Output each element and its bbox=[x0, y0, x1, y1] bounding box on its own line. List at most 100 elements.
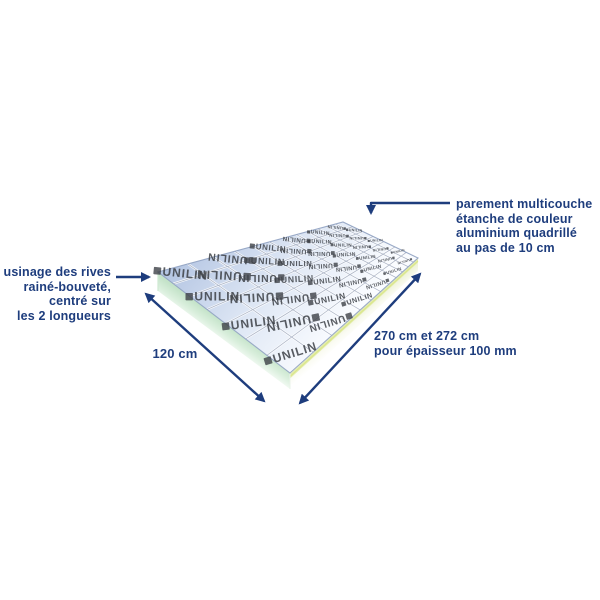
unilin-mark-icon bbox=[332, 254, 336, 258]
unilin-logo-text: UNILIN bbox=[359, 254, 376, 261]
unilin-logo: UNILIN bbox=[207, 250, 256, 266]
unilin-logo-text: UNILIN bbox=[162, 264, 209, 282]
unilin-logo: UNILIN bbox=[345, 228, 363, 233]
unilin-logo: UNILIN bbox=[360, 264, 382, 274]
unilin-mark-icon bbox=[364, 237, 367, 240]
unilin-mark-icon bbox=[275, 292, 284, 301]
unilin-logo: UNILIN bbox=[330, 242, 352, 247]
unilin-mark-icon bbox=[346, 234, 349, 238]
unilin-logo: UNILIN bbox=[282, 235, 311, 244]
annotation-line: centré sur bbox=[49, 294, 111, 308]
unilin-logo: UNILIN bbox=[332, 252, 356, 259]
unilin-logo-text: UNILIN bbox=[377, 256, 392, 263]
annotation-line: au pas de 10 cm bbox=[456, 240, 555, 255]
dimension-arrows bbox=[116, 201, 450, 405]
arrow-length-270cm bbox=[298, 272, 422, 405]
unilin-logo: UNILIN bbox=[249, 242, 287, 254]
unilin-mark-icon bbox=[153, 266, 162, 275]
grid-line bbox=[307, 231, 397, 278]
annotation-usinage: usinage des rives rainé-bouveté, centré … bbox=[4, 265, 111, 323]
unilin-mark-icon bbox=[331, 251, 335, 255]
unilin-logo-text: UNILIN bbox=[393, 248, 406, 254]
unilin-logo-text: UNILIN bbox=[335, 264, 357, 273]
panel-top-face bbox=[158, 222, 418, 373]
unilin-logo-text: UNILIN bbox=[363, 264, 382, 274]
unilin-logo: UNILIN bbox=[306, 229, 330, 237]
arrow-width-120cm bbox=[144, 292, 266, 403]
unilin-mark-icon bbox=[386, 247, 389, 250]
unilin-logo-text: UNILIN bbox=[280, 246, 307, 254]
unilin-logo: UNILIN bbox=[308, 250, 335, 256]
unilin-logo: UNILIN bbox=[397, 258, 413, 266]
annotation-line: étanche de couleur bbox=[456, 211, 573, 226]
unilin-mark-icon bbox=[343, 227, 346, 230]
grid-line bbox=[335, 223, 414, 263]
unilin-logo-text: UNILIN bbox=[250, 255, 285, 267]
annotation-line: les 2 longueurs bbox=[17, 308, 111, 323]
unilin-logo: UNILIN bbox=[185, 290, 240, 304]
unilin-logo: UNILIN bbox=[367, 238, 383, 243]
annotation-line: usinage des rives bbox=[3, 265, 111, 279]
unilin-mark-icon bbox=[330, 243, 334, 247]
annotation-line: 270 cm et 272 cm bbox=[374, 329, 480, 343]
unilin-logo-text: UNILIN bbox=[372, 247, 386, 253]
unilin-logo: UNILIN bbox=[377, 256, 395, 263]
annotation-line: rainé-bouveté, bbox=[23, 279, 111, 294]
unilin-logo: UNILIN bbox=[153, 264, 209, 283]
unilin-logo-text: UNILIN bbox=[329, 233, 346, 239]
unilin-logo-text: UNILIN bbox=[349, 236, 364, 240]
unilin-mark-icon bbox=[221, 322, 230, 331]
unilin-logo: UNILIN bbox=[335, 264, 361, 273]
unilin-logo: UNILIN bbox=[352, 244, 372, 250]
unilin-logo-text: UNILIN bbox=[349, 228, 363, 233]
unilin-logo-text: UNILIN bbox=[386, 266, 403, 275]
unilin-logo: UNILIN bbox=[237, 272, 285, 283]
annotation-length-270: 270 cm et 272 cm pour épaisseur 100 mm bbox=[374, 329, 517, 358]
annotation-parement: parement multicouche étanche de couleur … bbox=[456, 197, 592, 255]
unilin-logo-text: UNILIN bbox=[336, 252, 356, 259]
unilin-logo-text: UNILIN bbox=[308, 250, 330, 256]
unilin-logo: UNILIN bbox=[277, 259, 312, 268]
unilin-logo-text: UNILIN bbox=[283, 259, 312, 268]
unilin-mark-icon bbox=[306, 230, 311, 234]
unilin-logo: UNILIN bbox=[355, 254, 376, 261]
unilin-logo-text: UNILIN bbox=[194, 290, 240, 304]
unilin-logo-text: UNILIN bbox=[397, 258, 411, 266]
annotation-line: parement multicouche bbox=[456, 197, 593, 211]
unilin-mark-icon bbox=[390, 251, 393, 254]
unilin-mark-icon bbox=[357, 264, 361, 269]
unilin-mark-icon bbox=[392, 256, 395, 260]
unilin-mark-icon bbox=[243, 272, 251, 281]
unilin-logo-text: UNILIN bbox=[352, 244, 368, 250]
unilin-logo-text: UNILIN bbox=[308, 261, 333, 270]
unilin-mark-icon bbox=[243, 257, 250, 264]
unilin-mark-icon bbox=[248, 257, 256, 265]
unilin-mark-icon bbox=[409, 258, 413, 261]
unilin-logo-text: UNILIN bbox=[281, 273, 315, 285]
unilin-mark-icon bbox=[309, 292, 317, 300]
unilin-mark-icon bbox=[345, 228, 349, 232]
arrow-parement bbox=[366, 201, 450, 215]
annotation-width-120: 120 cm bbox=[152, 346, 198, 361]
unilin-mark-icon bbox=[360, 269, 364, 274]
unilin-logo: UNILIN bbox=[308, 261, 338, 270]
unilin-logo: UNILIN bbox=[280, 246, 312, 255]
annotation-line: pour épaisseur 100 mm bbox=[374, 343, 517, 358]
unilin-mark-icon bbox=[263, 356, 273, 366]
unilin-logo: UNILIN bbox=[349, 236, 367, 240]
unilin-logo-text: UNILIN bbox=[310, 229, 330, 237]
unilin-logo-text: UNILIN bbox=[327, 224, 343, 231]
unilin-mark-icon bbox=[368, 245, 372, 248]
unilin-logo: UNILIN bbox=[307, 239, 332, 246]
grid-line bbox=[189, 231, 363, 297]
unilin-mark-icon bbox=[249, 243, 255, 249]
unilin-logo: UNILIN bbox=[196, 267, 251, 283]
unilin-logo-text: UNILIN bbox=[282, 235, 306, 244]
unilin-logo-text: UNILIN bbox=[334, 242, 352, 247]
unilin-logo-text: UNILIN bbox=[207, 250, 248, 266]
unilin-logo-text: UNILIN bbox=[370, 238, 383, 243]
unilin-mark-icon bbox=[277, 261, 283, 266]
unilin-mark-icon bbox=[367, 239, 370, 243]
